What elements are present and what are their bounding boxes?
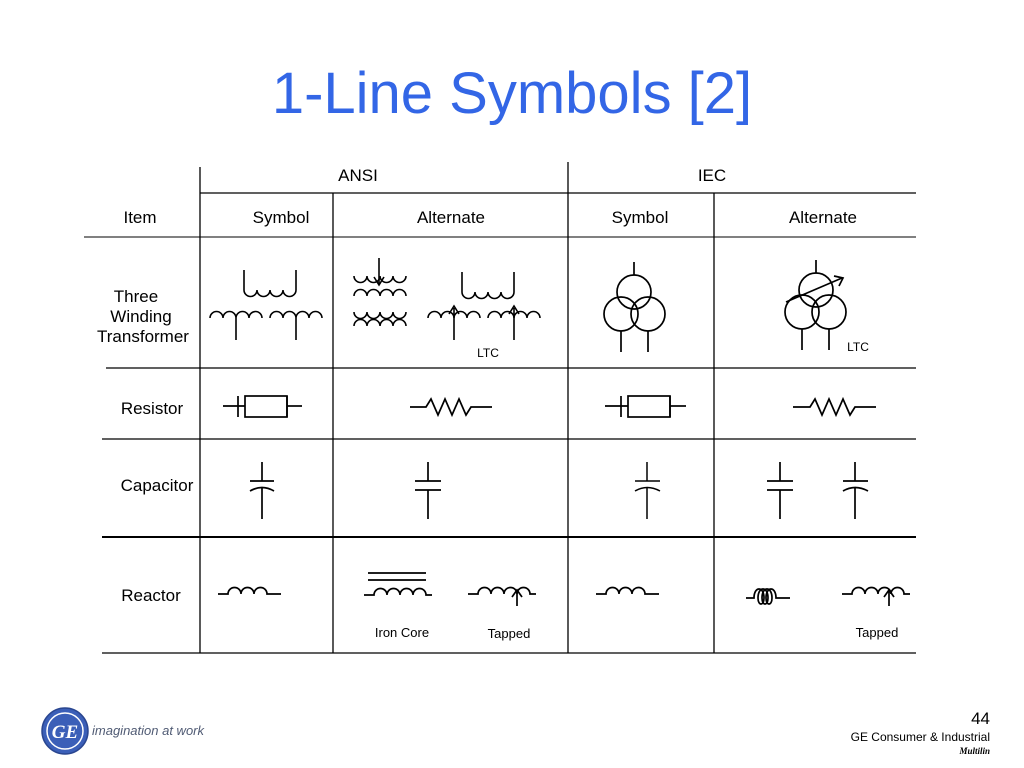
iec-symbol-column-header: Symbol	[612, 208, 669, 227]
ansi-transformer-alternate-vertical	[353, 258, 407, 327]
iron-core-label: Iron Core	[375, 625, 429, 640]
division-name: Multilin	[959, 746, 990, 756]
iec-capacitor-alternate	[767, 462, 869, 519]
iec-reactor-symbol	[596, 586, 659, 595]
iec-reactor-alternate-looped	[746, 588, 790, 605]
iec-header: IEC	[698, 166, 726, 185]
iec-transformer-alternate	[784, 260, 847, 350]
page-number: 44	[971, 709, 990, 728]
ansi-capacitor-symbol	[249, 462, 275, 519]
row-label-reactor: Reactor	[121, 586, 181, 605]
ansi-reactor-iron-core	[364, 572, 432, 596]
iec-capacitor-symbol	[634, 462, 661, 519]
row-label-three: Three	[114, 287, 158, 306]
ge-logo-text: GE	[52, 722, 78, 743]
table-grid	[84, 162, 916, 654]
item-column-header: Item	[123, 208, 156, 227]
ansi-transformer-symbol	[209, 270, 323, 340]
ansi-reactor-symbol	[218, 586, 281, 595]
ansi-symbol-column-header: Symbol	[253, 208, 310, 227]
iec-tapped-label: Tapped	[856, 625, 899, 640]
iec-resistor-symbol	[605, 395, 686, 418]
ansi-header: ANSI	[338, 166, 378, 185]
tagline: imagination at work	[92, 723, 204, 738]
company-name: GE Consumer & Industrial	[850, 730, 990, 744]
ansi-alternate-column-header: Alternate	[417, 208, 485, 227]
iec-transformer-symbol	[603, 262, 666, 352]
ansi-reactor-tapped	[468, 586, 536, 606]
iec-reactor-tapped	[842, 586, 910, 606]
iec-ltc-label: LTC	[847, 340, 869, 354]
iec-resistor-alternate	[793, 396, 876, 418]
ansi-capacitor-alternate	[415, 462, 441, 519]
iec-alternate-column-header: Alternate	[789, 208, 857, 227]
ansi-tapped-label: Tapped	[488, 626, 531, 641]
ge-logo: GE	[41, 707, 89, 755]
slide-title: 1-Line Symbols [2]	[271, 61, 753, 126]
ansi-resistor-alternate	[410, 396, 492, 418]
row-label-resistor: Resistor	[121, 399, 184, 418]
ansi-transformer-alternate-ltc	[427, 272, 541, 340]
row-label-capacitor: Capacitor	[121, 476, 194, 495]
ansi-ltc-label: LTC	[477, 346, 499, 360]
row-label-winding: Winding	[110, 307, 171, 326]
ansi-resistor-symbol	[223, 395, 302, 418]
row-label-transformer: Transformer	[97, 327, 189, 346]
